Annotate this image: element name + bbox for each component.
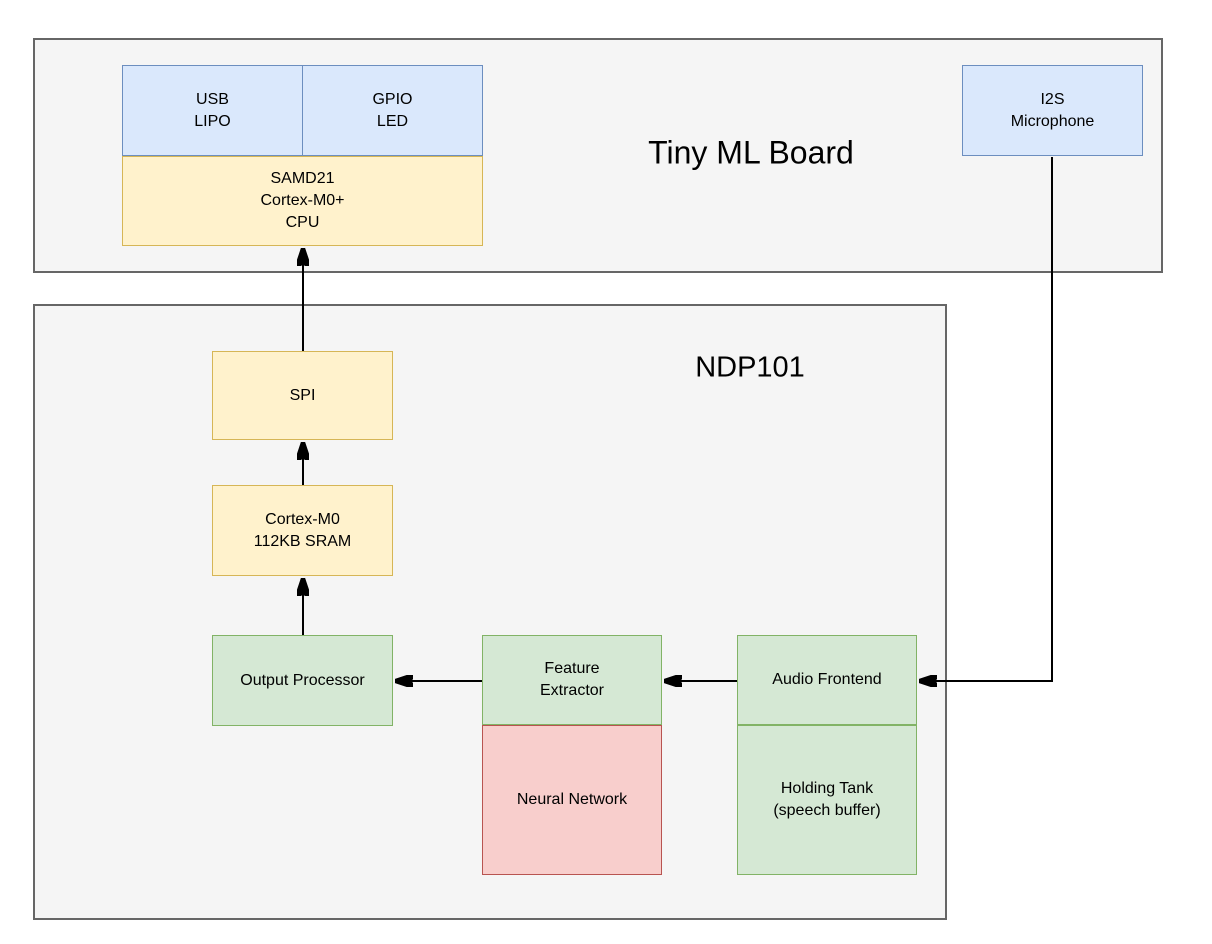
holding-tank-label: Holding Tank (speech buffer) [773,780,881,819]
audio-frontend-box: Audio Frontend [737,635,917,725]
usb-lipo-label: USB LIPO [194,90,231,130]
usb-lipo-box: USB LIPO [122,65,303,156]
neural-network-label: Neural Network [516,791,628,808]
spi-label: SPI [289,386,316,404]
holding-tank-box: Holding Tank (speech buffer) [737,725,917,875]
cortex-m0-sram-label: Cortex-M0 112KB SRAM [253,510,352,550]
cortex-m0-sram-box: Cortex-M0 112KB SRAM [212,485,393,576]
tiny-ml-board-title: Tiny ML Board [648,134,854,171]
output-processor-box: Output Processor [212,635,393,726]
i2s-microphone-box: I2S Microphone [962,65,1143,156]
output-processor-label: Output Processor [240,671,365,689]
ndp101-title: NDP101 [695,351,805,384]
gpio-led-label: GPIO LED [372,90,413,130]
neural-network-box: Neural Network [482,725,662,875]
samd21-cpu-label: SAMD21 Cortex-M0+ CPU [260,170,345,231]
feature-extractor-box: Feature Extractor [482,635,662,725]
feature-extractor-label: Feature Extractor [539,660,604,699]
spi-box: SPI [212,351,393,440]
i2s-microphone-label: I2S Microphone [1010,90,1095,130]
audio-frontend-label: Audio Frontend [772,671,882,688]
samd21-cpu-box: SAMD21 Cortex-M0+ CPU [122,156,483,246]
gpio-led-box: GPIO LED [302,65,483,156]
